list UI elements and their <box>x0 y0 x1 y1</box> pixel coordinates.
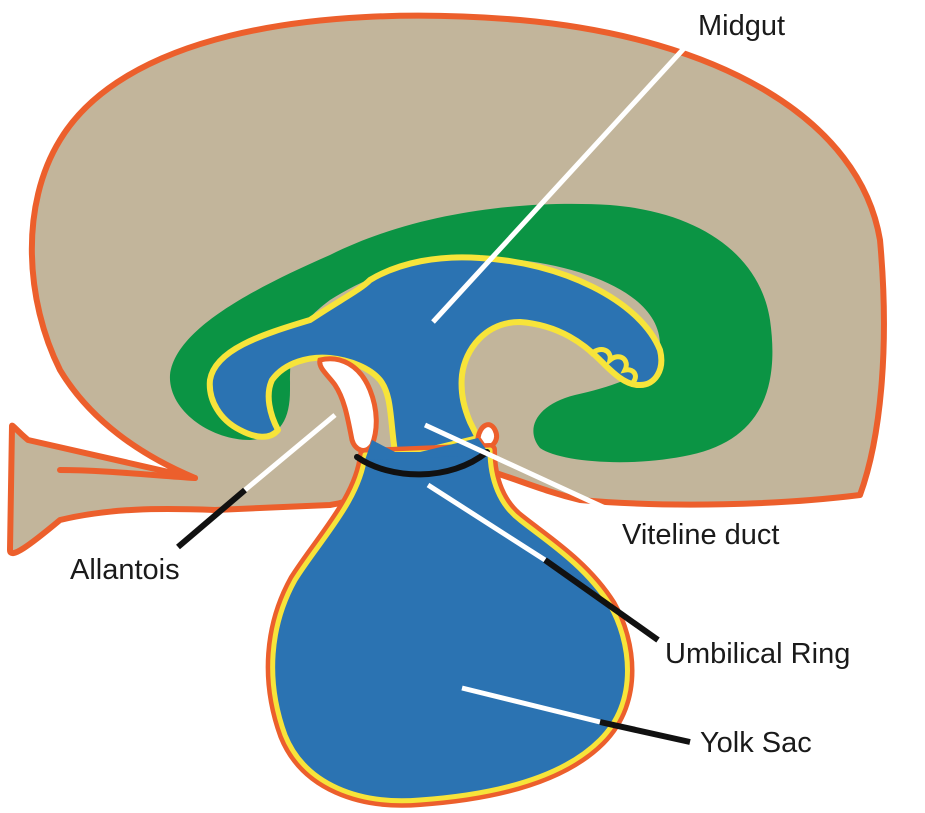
pointer-allantois-white <box>243 413 337 492</box>
pointer-viteline <box>423 422 618 516</box>
midgut-label: Midgut <box>698 10 786 42</box>
pointer-yolk-black <box>599 719 691 745</box>
pointer-yolk-white <box>461 685 601 725</box>
yolk-sac-inner <box>270 447 630 804</box>
midgut-loop <box>206 254 665 455</box>
pointer-umbilical-white <box>426 482 547 563</box>
allantois-label: Allantois <box>70 554 180 586</box>
umbilical-ring <box>354 449 490 478</box>
yolk-sac-label: Yolk Sac <box>700 727 812 759</box>
vitelline-stalk <box>365 438 490 460</box>
umbilical-ring-label: Umbilical Ring <box>665 638 851 670</box>
midgut-wavy-end <box>588 347 638 388</box>
allantois-stalk <box>57 467 198 481</box>
pointer-midgut <box>431 42 690 324</box>
pointer-allantois-black <box>176 487 247 550</box>
viteline-duct-label: Viteline duct <box>622 519 780 551</box>
pointer-umbilical-black <box>543 557 660 643</box>
mesoderm-region <box>169 203 773 463</box>
